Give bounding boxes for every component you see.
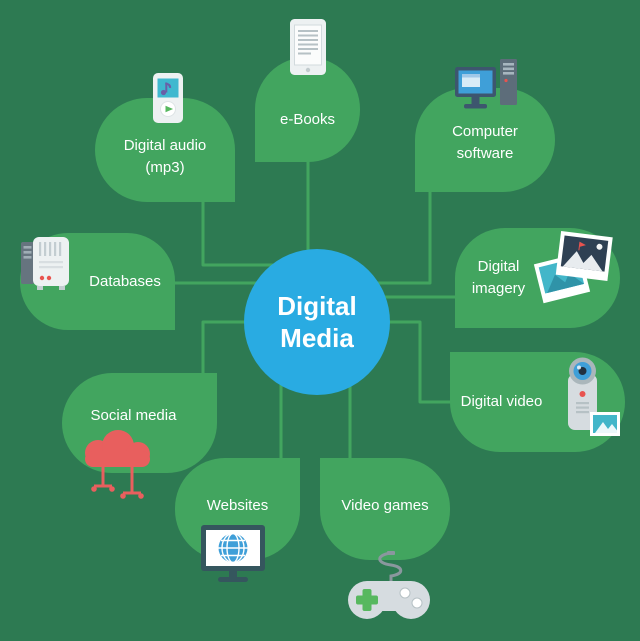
camcorder-icon xyxy=(552,356,622,440)
server-rack-icon xyxy=(19,233,81,291)
node-video-games-label: Video games xyxy=(341,497,429,515)
node-video-games: Video games xyxy=(320,458,450,560)
center-label: Digital Media xyxy=(277,290,357,354)
network-cloud-icon xyxy=(70,427,166,505)
e-reader-icon xyxy=(283,18,333,76)
node-computer-software-label: Computer software xyxy=(452,123,518,162)
photos-icon xyxy=(532,230,616,310)
node-digital-imagery-label: Digital imagery xyxy=(471,258,526,297)
node-digital-video-label: Digital video xyxy=(460,393,543,411)
gamepad-icon xyxy=(341,551,437,625)
globe-monitor-icon xyxy=(198,524,268,590)
node-databases-label: Databases xyxy=(89,272,161,290)
node-digital-audio-label: Digital audio (mp3) xyxy=(123,137,207,176)
node-websites-label: Websites xyxy=(206,497,269,515)
portable-media-player-icon xyxy=(140,72,194,126)
desktop-computer-icon xyxy=(454,58,520,116)
center-node-digital-media: Digital Media xyxy=(244,249,390,395)
node-social-media-label: Social media xyxy=(90,407,177,425)
node-ebooks-label: e-Books xyxy=(279,110,336,128)
